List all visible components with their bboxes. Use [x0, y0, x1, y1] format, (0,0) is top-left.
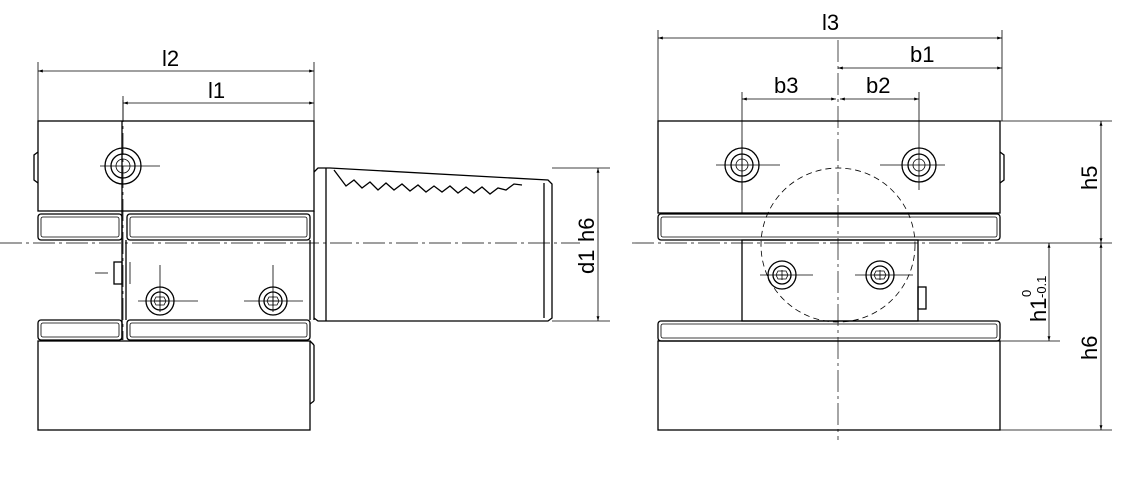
label-l1: l1 [208, 78, 225, 103]
label-h6-shank: h6 [574, 218, 599, 242]
side-top-block [37, 120, 315, 212]
front-screw-top-right [880, 140, 945, 190]
side-upper-rail-right [126, 213, 311, 241]
side-bottom-block [37, 340, 311, 431]
label-h1-tol-lower: -0.1 [1034, 276, 1049, 298]
front-view: l3 b1 b3 b2 h5 h6 h1 0 -0.1 [632, 10, 1112, 440]
label-b3: b3 [774, 73, 798, 98]
front-screw-lower-right [855, 260, 913, 290]
front-bottom-block [657, 340, 1001, 431]
side-view: l2 l1 d1 h6 [0, 46, 610, 431]
side-left-nub [33, 151, 39, 184]
label-h6-right: h6 [1077, 336, 1102, 360]
front-screw-lower-left [760, 260, 813, 290]
front-upper-rail [657, 213, 1001, 241]
shank [313, 167, 553, 322]
label-b2: b2 [866, 73, 890, 98]
shank-serration [333, 169, 523, 195]
label-b1: b1 [910, 42, 934, 67]
front-middle-body [741, 239, 919, 322]
side-upper-rail-left [37, 213, 123, 241]
side-lower-rail-right [126, 319, 311, 341]
side-key-tab [113, 261, 123, 285]
front-top-block [657, 120, 1001, 214]
label-h1: h1 [1026, 298, 1051, 322]
label-d1: d1 [574, 250, 599, 274]
side-screw-lower-1 [138, 265, 198, 316]
label-l3: l3 [822, 10, 839, 35]
side-screw-lower-2 [244, 265, 303, 316]
side-screw-top [100, 147, 160, 185]
front-screw-top-left [716, 140, 780, 190]
front-key-tab [917, 286, 927, 310]
label-l2: l2 [162, 46, 179, 71]
label-h5: h5 [1077, 166, 1102, 190]
label-h1-tol-upper: 0 [1019, 290, 1034, 297]
